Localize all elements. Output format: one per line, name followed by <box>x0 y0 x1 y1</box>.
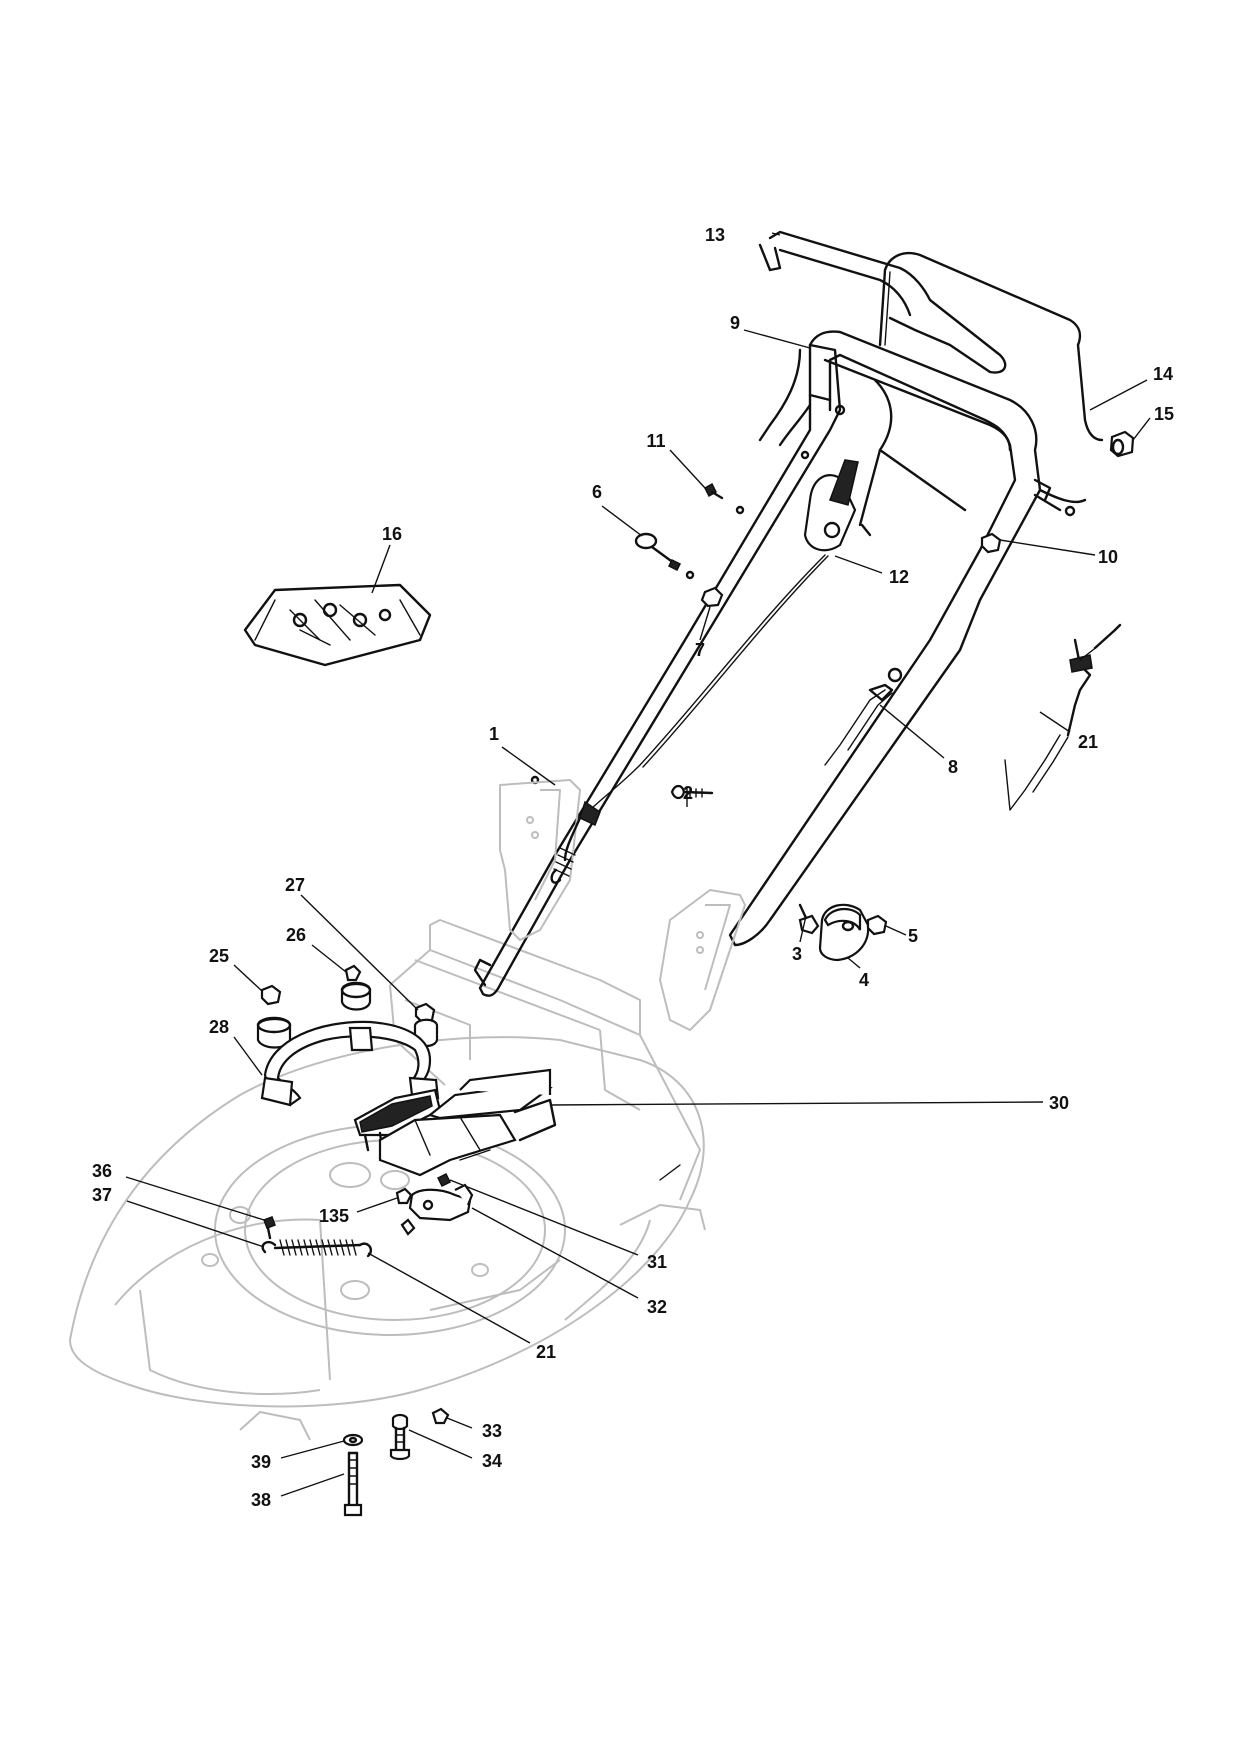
callout-4: 4 <box>859 970 869 990</box>
callout-1: 1 <box>489 724 499 744</box>
callout-2: 2 <box>683 783 693 803</box>
callout-26: 26 <box>286 925 306 945</box>
right-handle-bracket <box>659 889 746 1031</box>
callout-25: 25 <box>209 946 229 966</box>
callout-31: 31 <box>647 1252 667 1272</box>
callout-14: 14 <box>1153 364 1173 384</box>
hardware-bag-16 <box>243 583 432 667</box>
left-handle-bracket <box>499 779 581 941</box>
callout-6: 6 <box>592 482 602 502</box>
callout-10: 10 <box>1098 547 1118 567</box>
callout-33: 33 <box>482 1421 502 1441</box>
callout-8: 8 <box>948 757 958 777</box>
callout-32: 32 <box>647 1297 667 1317</box>
callout-11: 11 <box>646 431 665 451</box>
upper-handle-bar <box>758 230 1104 442</box>
callout-39: 39 <box>251 1452 271 1472</box>
callout-12: 12 <box>889 567 909 587</box>
lower-handle-frame <box>473 330 1087 997</box>
leader-lines <box>125 232 1151 1497</box>
callout-37: 37 <box>92 1185 112 1205</box>
callout-34: 34 <box>482 1451 502 1471</box>
deck-cable-routing <box>459 1149 681 1181</box>
callout-3: 3 <box>792 944 802 964</box>
handle-small-parts <box>634 430 1135 962</box>
callout-9: 9 <box>730 313 740 333</box>
callout-5: 5 <box>908 926 918 946</box>
drive-cable-8 <box>824 667 903 766</box>
callout-28: 28 <box>209 1017 229 1037</box>
callout-16: 16 <box>382 524 402 544</box>
callout-labels: 13 9 14 15 11 6 10 16 12 7 1 8 21 2 27 2… <box>92 225 1174 1510</box>
callout-30: 30 <box>1049 1093 1069 1113</box>
callout-7: 7 <box>695 640 705 660</box>
callout-15: 15 <box>1154 404 1174 424</box>
callout-27: 27 <box>285 875 305 895</box>
lower-fasteners <box>342 1407 450 1517</box>
throttle-lever <box>550 459 859 884</box>
callout-21-upper: 21 <box>1078 732 1098 752</box>
rear-deflector-parts <box>256 964 557 1258</box>
callout-36: 36 <box>92 1161 112 1181</box>
drive-cable-21-upper <box>1004 623 1122 811</box>
mower-deck-outline <box>69 919 706 1441</box>
callout-13: 13 <box>705 225 725 245</box>
callout-21-lower: 21 <box>536 1342 556 1362</box>
callout-38: 38 <box>251 1490 271 1510</box>
callout-135: 135 <box>319 1206 349 1226</box>
